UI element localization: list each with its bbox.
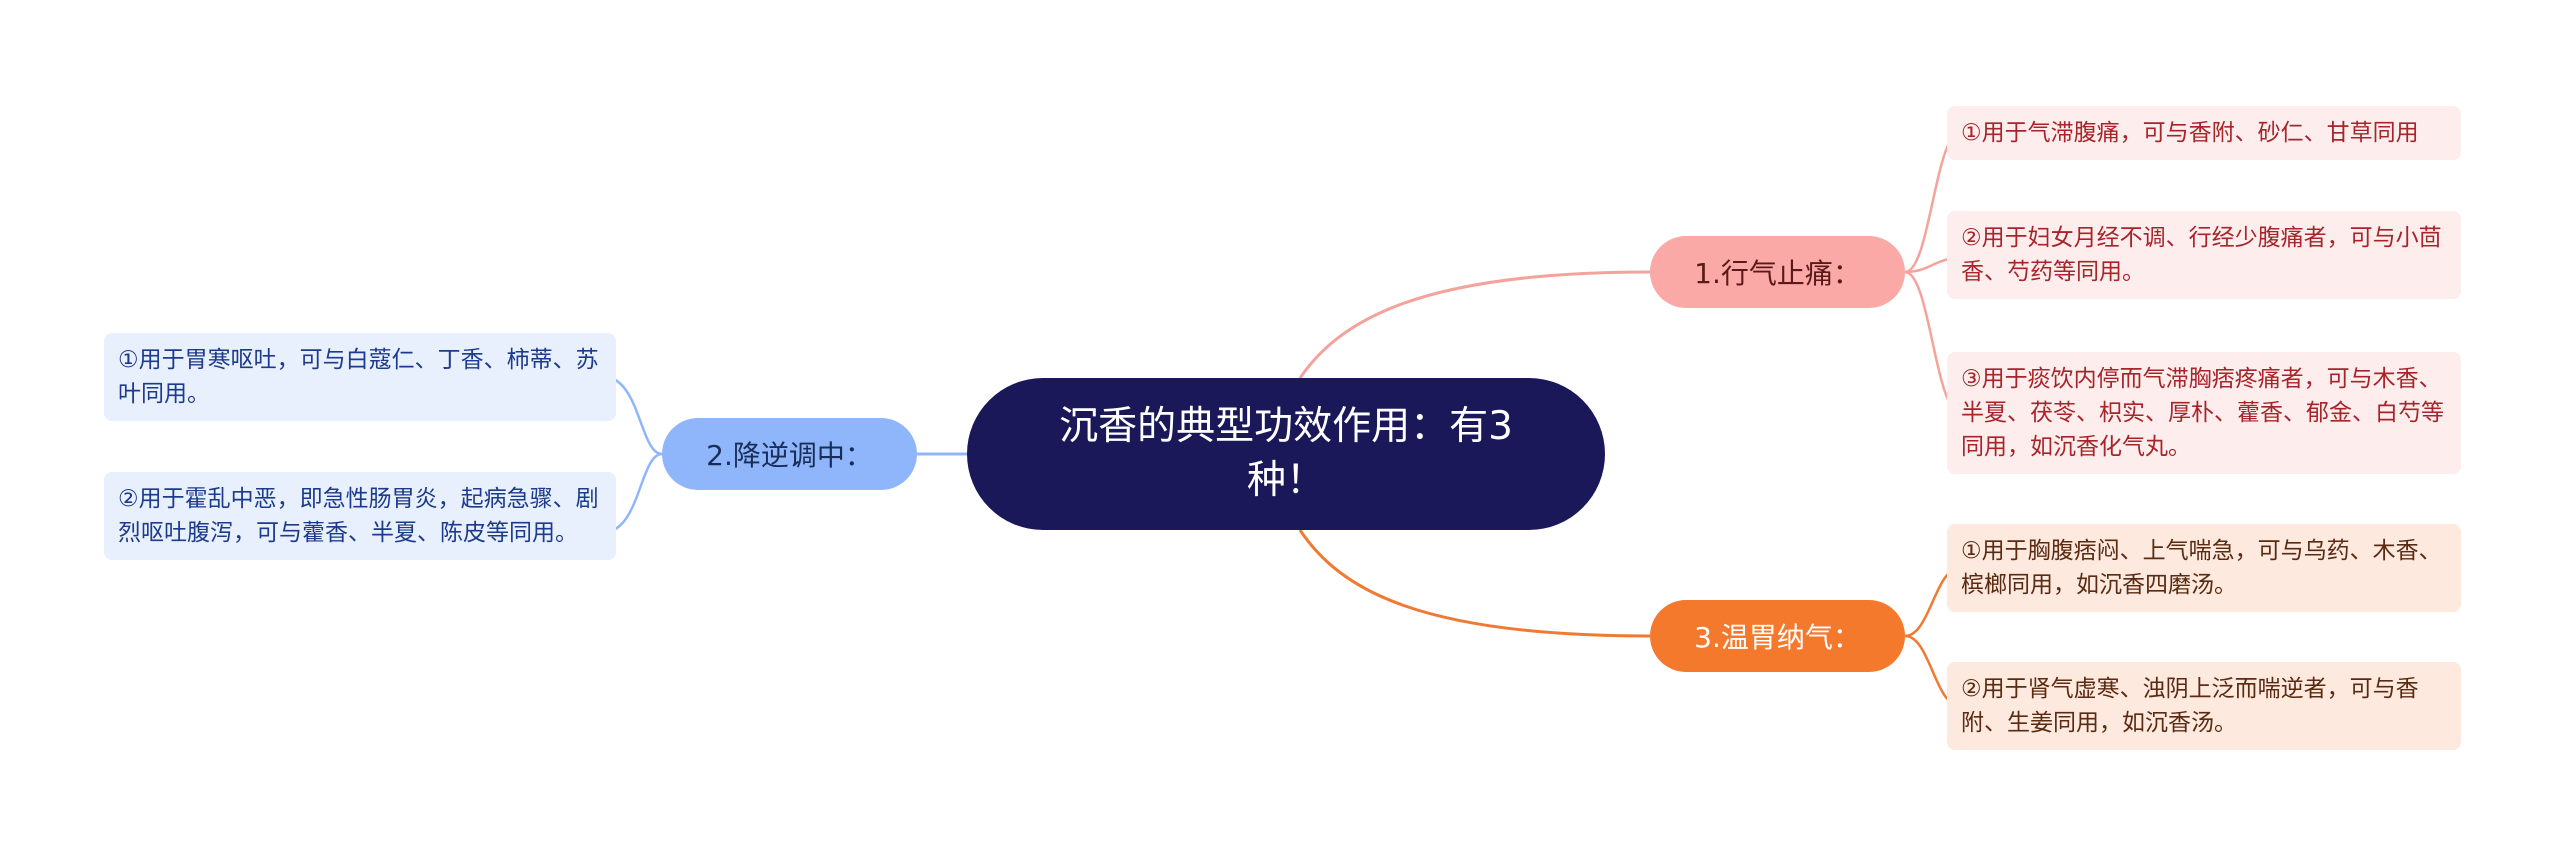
central-topic[interactable]: 沉香的典型功效作用：有3种！ (967, 378, 1605, 530)
leaf-node[interactable]: ③用于痰饮内停而气滞胸痞疼痛者，可与木香、半夏、茯苓、枳实、厚朴、藿香、郁金、白… (1947, 352, 2461, 474)
branch-jiangni-tiaozhong[interactable]: 2.降逆调中： (662, 418, 917, 490)
branch-label: 2.降逆调中： (706, 439, 873, 472)
leaf-node[interactable]: ①用于气滞腹痛，可与香附、砂仁、甘草同用 (1947, 106, 2461, 160)
leaf-text: ②用于霍乱中恶，即急性肠胃炎，起病急骤、剧烈呕吐腹泻，可与藿香、半夏、陈皮等同用… (118, 486, 599, 546)
leaf-text: ①用于胃寒呕吐，可与白蔻仁、丁香、柿蒂、苏叶同用。 (118, 347, 599, 407)
leaf-node[interactable]: ②用于妇女月经不调、行经少腹痛者，可与小茴香、芍药等同用。 (1947, 211, 2461, 299)
leaf-node[interactable]: ①用于胸腹痞闷、上气喘急，可与乌药、木香、槟榔同用，如沉香四磨汤。 (1947, 524, 2461, 612)
leaf-text: ①用于胸腹痞闷、上气喘急，可与乌药、木香、槟榔同用，如沉香四磨汤。 (1961, 538, 2442, 598)
leaf-node[interactable]: ②用于肾气虚寒、浊阴上泛而喘逆者，可与香附、生姜同用，如沉香汤。 (1947, 662, 2461, 750)
leaf-node[interactable]: ①用于胃寒呕吐，可与白蔻仁、丁香、柿蒂、苏叶同用。 (104, 333, 616, 421)
leaf-text: ③用于痰饮内停而气滞胸痞疼痛者，可与木香、半夏、茯苓、枳实、厚朴、藿香、郁金、白… (1961, 366, 2444, 460)
link-center-branch1 (1298, 270, 1651, 379)
leaf-text: ②用于肾气虚寒、浊阴上泛而喘逆者，可与香附、生姜同用，如沉香汤。 (1961, 676, 2419, 736)
branch-label: 1.行气止痛： (1694, 257, 1861, 290)
link-center-branch3 (1298, 529, 1651, 638)
branch-wenwei-naqi[interactable]: 3.温胃纳气： (1650, 600, 1905, 672)
leaf-text: ②用于妇女月经不调、行经少腹痛者，可与小茴香、芍药等同用。 (1961, 225, 2442, 285)
leaf-node[interactable]: ②用于霍乱中恶，即急性肠胃炎，起病急骤、剧烈呕吐腹泻，可与藿香、半夏、陈皮等同用… (104, 472, 616, 560)
central-topic-label: 沉香的典型功效作用：有3种！ (1059, 404, 1513, 503)
branch-label: 3.温胃纳气： (1694, 621, 1861, 654)
leaf-text: ①用于气滞腹痛，可与香附、砂仁、甘草同用 (1961, 120, 2419, 146)
branch-xingqi-zhitong[interactable]: 1.行气止痛： (1650, 236, 1905, 308)
